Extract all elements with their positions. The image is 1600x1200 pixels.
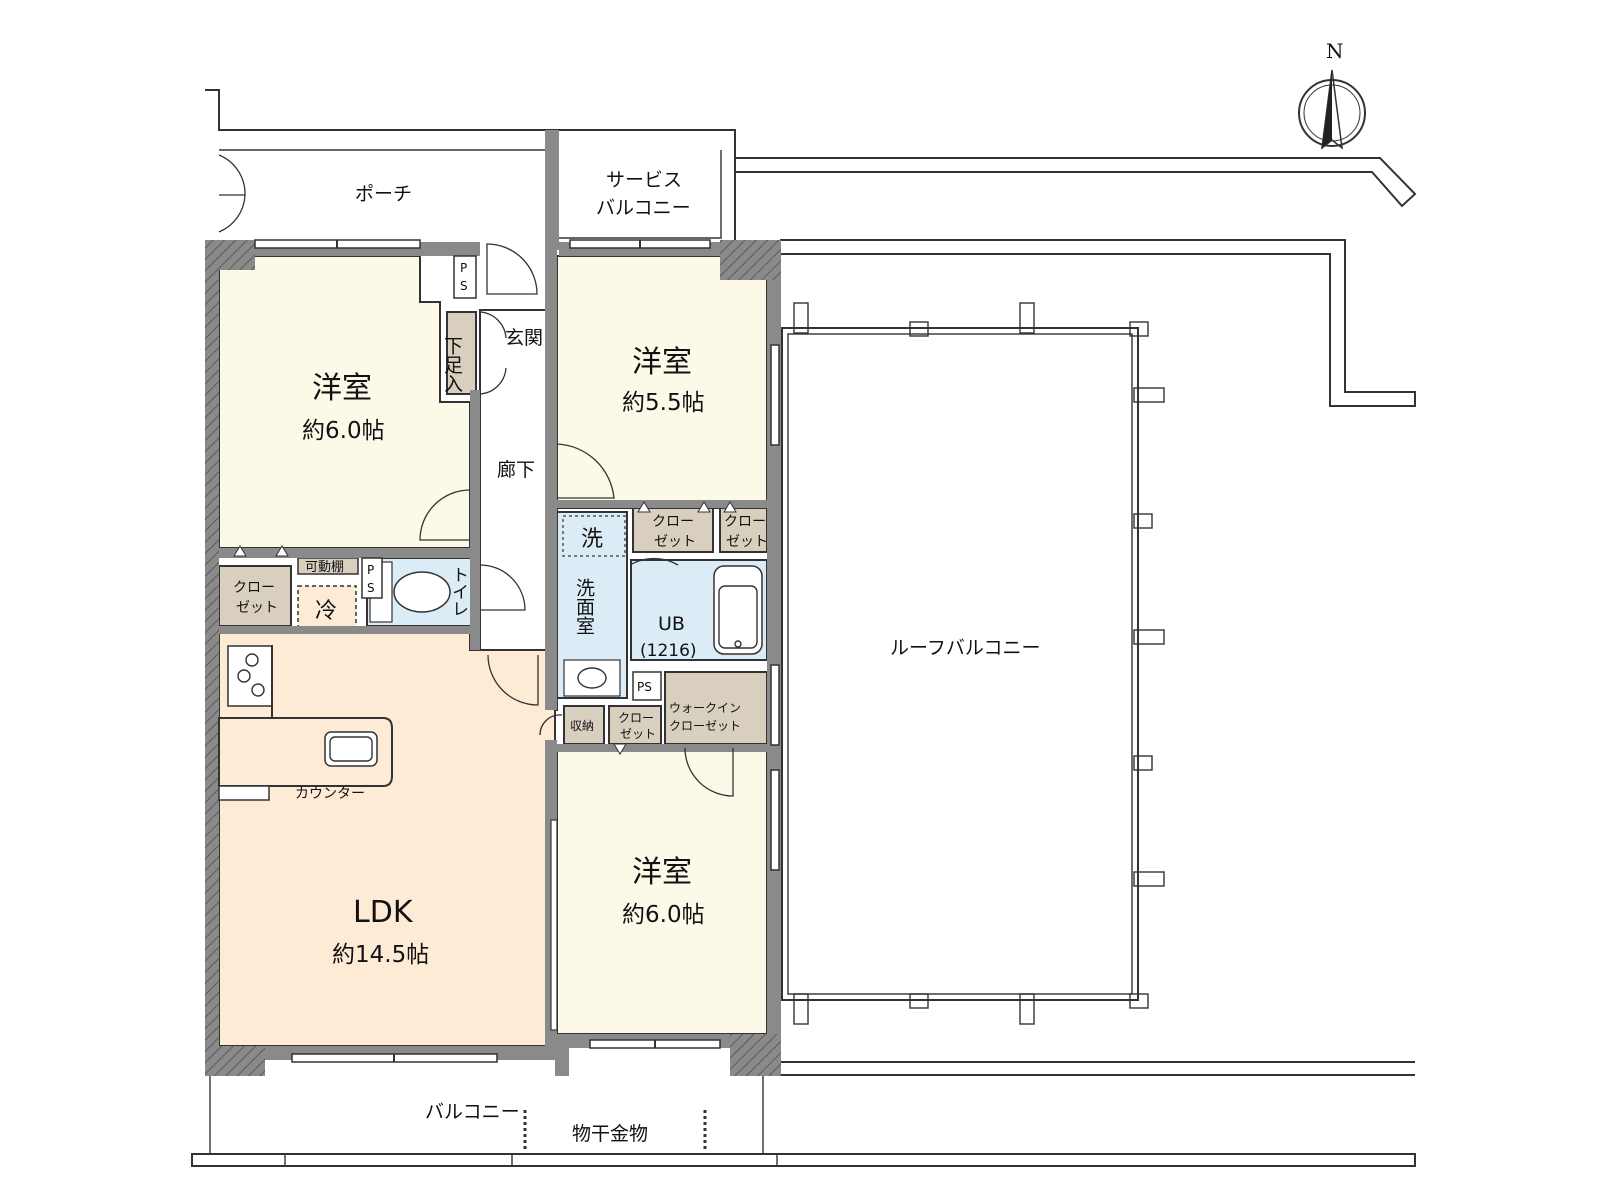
closet-4-fill (608, 705, 662, 745)
entrance-label: 玄関 (505, 327, 543, 349)
labels: ポーチ サービス バルコニー 洋室 約6.0帖 洋室 約5.5帖 洋室 約6.0… (233, 169, 1040, 1145)
pipe-space-2-label-p: P (367, 563, 374, 577)
service-balcony-label-2: バルコニー (596, 197, 691, 219)
roof-balcony-frame (781, 302, 1165, 1025)
roof-balcony-label: ルーフバルコニー (890, 637, 1040, 659)
storage-label: 収納 (570, 719, 594, 733)
toilet-bowl (393, 571, 451, 613)
shoe-closet-fill (446, 311, 477, 395)
porch-label: ポーチ (355, 183, 412, 205)
walk-in-closet-label-2: クローゼット (669, 719, 741, 733)
unit-bath-label: UB (658, 613, 685, 635)
pipe-space-3 (632, 671, 662, 701)
walk-in-closet-label-1: ウォークイン (669, 701, 741, 715)
pipe-space-1-label-s: S (460, 279, 468, 293)
pipe-space-2 (361, 557, 383, 599)
fridge-label: 冷 (315, 599, 337, 624)
compass: N (1298, 39, 1366, 150)
hallway-label: 廊下 (497, 459, 535, 481)
walk-in-closet-fill (664, 671, 768, 745)
balcony-label: バルコニー (425, 1101, 520, 1123)
western-room-3-name: 洋室 (632, 855, 692, 890)
western-room-2-size: 約5.5帖 (622, 390, 705, 416)
shoe-closet-label: 下足入 (441, 336, 463, 393)
western-room-1-name: 洋室 (312, 371, 372, 406)
wash-basin (563, 659, 621, 697)
storage-fill (563, 705, 605, 745)
counter-label: カウンター (295, 786, 365, 802)
unit-bath-size: (1216) (640, 641, 697, 661)
western-room-1-size: 約6.0帖 (302, 418, 385, 444)
closet-1-fill (218, 565, 292, 627)
fixtures (218, 255, 763, 801)
western-room-3-fill (556, 747, 768, 1035)
pipe-space-3-label: PS (637, 680, 652, 694)
pipe-space-1 (453, 255, 477, 299)
western-room-3-size: 約6.0帖 (622, 902, 705, 928)
ldk-name: LDK (353, 895, 414, 930)
western-room-2-name: 洋室 (632, 345, 692, 380)
closet-2-label-2: ゼット (654, 534, 696, 550)
closet-4-label-1: クロー (618, 711, 654, 725)
washer-label: 洗 (581, 527, 603, 552)
bathtub (713, 565, 763, 655)
washroom-label: 洗面室 (573, 578, 595, 635)
kitchen-island (218, 645, 393, 787)
pipe-space-2-label-s: S (367, 581, 375, 595)
closet-1-label-1: クロー (233, 580, 275, 596)
ldk-size: 約14.5帖 (332, 942, 429, 968)
doors (218, 154, 734, 797)
movable-shelf-label: 可動棚 (305, 560, 344, 575)
exterior-outlines (191, 89, 1417, 1167)
closet-3-label-1: クロー (724, 514, 766, 530)
service-balcony-label-1: サービス (606, 169, 682, 191)
closet-2-label-1: クロー (652, 514, 694, 530)
closet-2-fill (632, 507, 714, 553)
room-fills (218, 255, 768, 1047)
closet-1-label-2: ゼット (236, 600, 278, 616)
compass-north-label: N (1326, 39, 1344, 63)
windows (254, 239, 780, 1063)
fridge-fill (297, 585, 357, 631)
closet-3-fill (719, 507, 768, 553)
closet-4-label-2: ゼット (620, 727, 656, 741)
toilet-label: トイレ (448, 566, 468, 617)
western-room-2-fill (556, 255, 768, 509)
sink (324, 731, 378, 767)
pipe-space-1-label-p: P (460, 261, 467, 275)
washer-space (562, 515, 626, 557)
laundry-hanger-label: 物干金物 (572, 1123, 648, 1145)
closet-3-label-2: ゼット (726, 534, 768, 550)
